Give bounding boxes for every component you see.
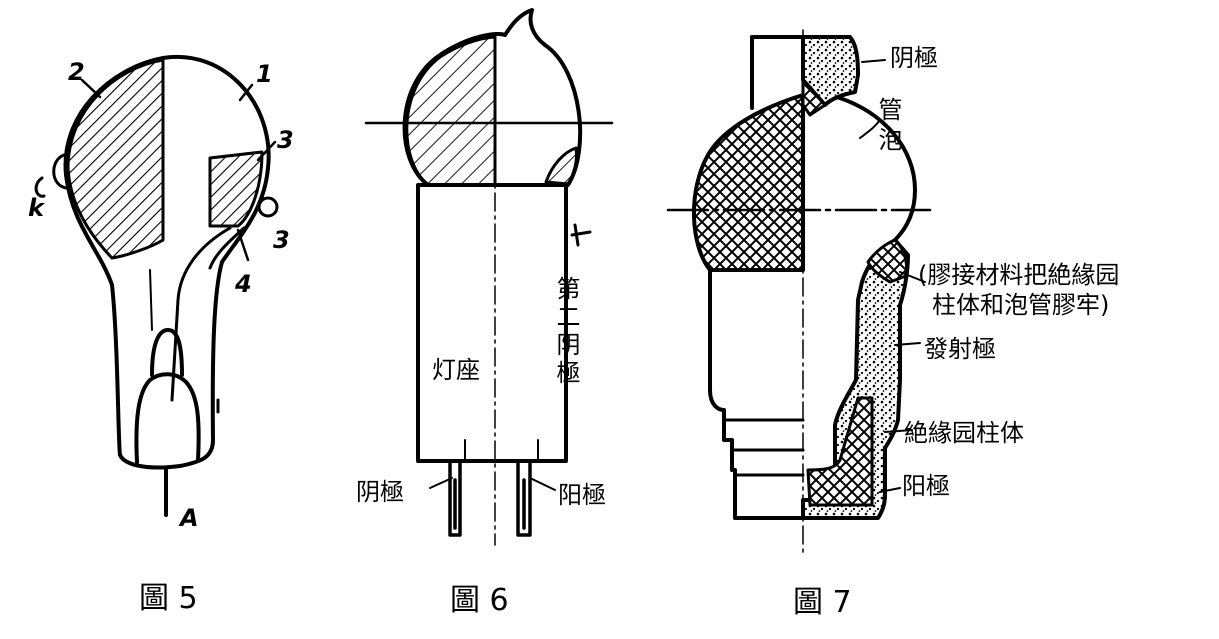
fig7-caption: 圖 7 <box>793 585 852 620</box>
fig7-tubulation-left <box>750 35 805 110</box>
fig5-ring-right <box>257 196 279 218</box>
fig7-cathode-label: 阴極 <box>890 44 938 72</box>
fig5-caption: 圖 5 <box>139 581 198 616</box>
fig7-cathode-top <box>801 35 860 107</box>
fig7-bulb-right <box>828 93 917 242</box>
figure-6 <box>364 8 614 546</box>
fig7-anode-band <box>806 396 874 507</box>
fig7-glue <box>866 238 909 284</box>
fig5-stem <box>150 328 184 377</box>
fig5-label-3a: 3 <box>277 126 294 154</box>
fig6-base-label: 灯座 <box>432 356 480 384</box>
fig5-label-2: 2 <box>68 58 85 86</box>
fig5-label-a: A <box>178 504 199 532</box>
fig5-ring-left <box>52 153 68 190</box>
fig5-label-4: 4 <box>234 270 252 298</box>
fig7-anode-label: 阳極 <box>902 472 950 500</box>
fig7-glue-note-line2: 柱体和泡管膠牢) <box>932 291 1109 319</box>
fig5-label-k: k <box>28 194 46 222</box>
fig5-label-1: 1 <box>256 60 273 88</box>
fig6-cathode-label: 阴極 <box>356 478 404 506</box>
fig7-body-left <box>708 268 805 520</box>
fig7-bulb-crosshatch <box>692 93 805 272</box>
fig7-emitter-label: 發射極 <box>924 335 996 363</box>
fig6-base <box>416 183 568 463</box>
fig7-bulb-label: 管泡 <box>874 97 902 157</box>
fig6-pin-right <box>516 459 532 537</box>
fig6-anode-label: 阳極 <box>558 481 606 509</box>
fig5-bulb-outline <box>63 54 271 470</box>
fig5-cathode-hatched <box>66 58 165 260</box>
figure-5 <box>34 54 279 517</box>
fig5-label-3b: 3 <box>273 226 290 254</box>
fig6-second-cathode-cap <box>544 146 578 186</box>
fig6-second-cathode-label: 第二阴極 <box>552 276 580 388</box>
fig6-bulb-hatched <box>405 35 497 187</box>
fig6-bulb-outline <box>402 8 583 187</box>
fig7-glue-note-line1: (膠接材料把絶緣园 <box>918 261 1119 289</box>
fig6-pin-left <box>448 459 462 537</box>
figure-7 <box>666 29 932 556</box>
fig6-caption: 圖 6 <box>450 583 509 618</box>
fig7-insulator-label: 絶緣园柱体 <box>904 419 1024 447</box>
